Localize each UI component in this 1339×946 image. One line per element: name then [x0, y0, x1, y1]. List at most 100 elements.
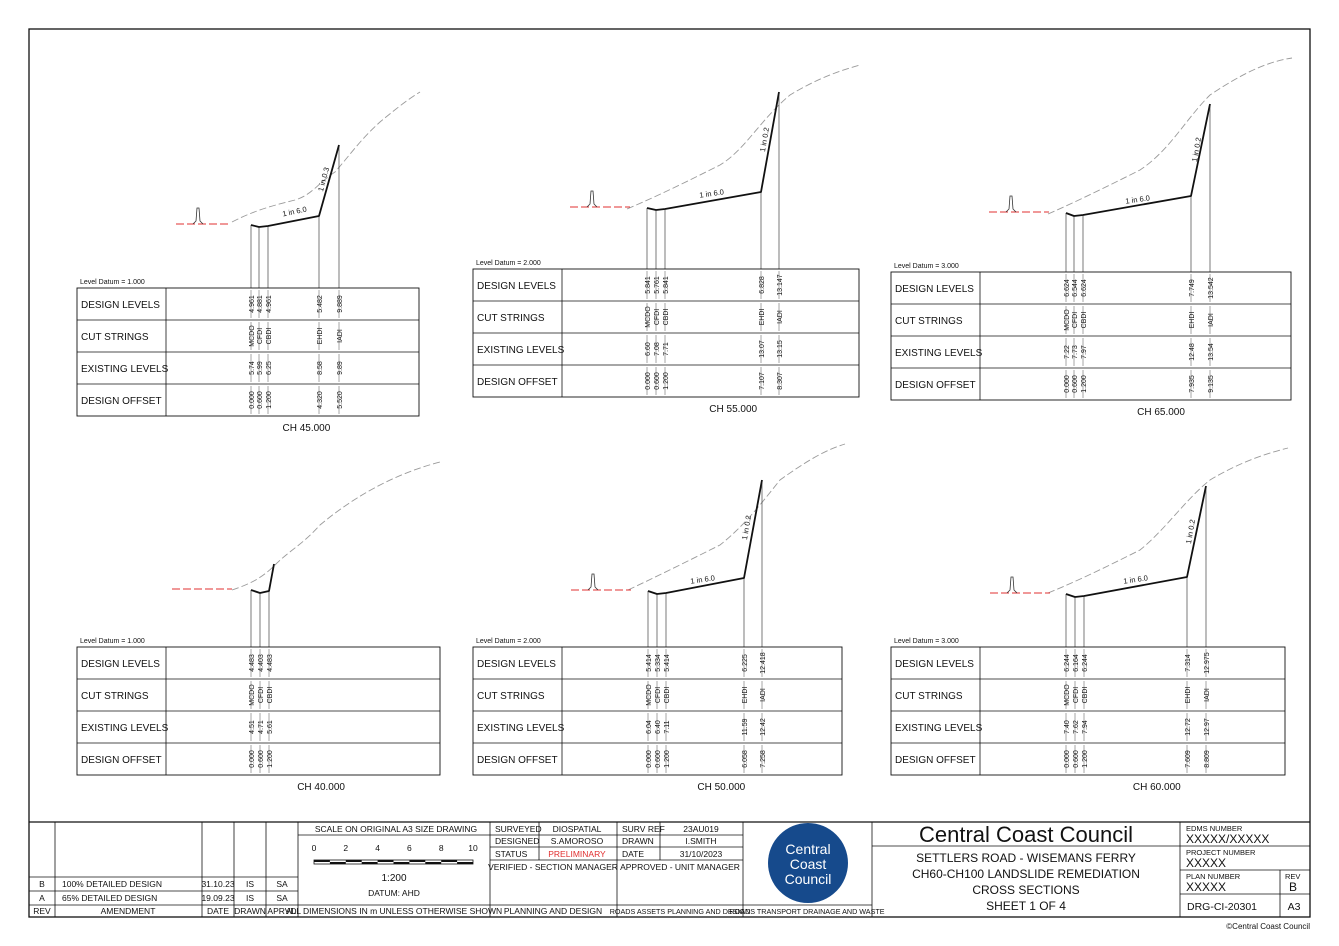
sheet-border [28, 28, 1311, 918]
logo-line-2: Coast [790, 856, 827, 872]
table-cell-value: 4.320 [317, 391, 324, 409]
table-cell-value: 7.94 [1082, 720, 1089, 734]
level-datum-label: Level Datum = 2.000 [476, 638, 541, 645]
rev-a-date: 19.09.23 [201, 893, 234, 903]
table-cell-value: 6.40 [655, 720, 662, 734]
roads-assets-label: ROADS ASSETS PLANNING AND DESIGN [610, 907, 751, 916]
table-cell-value: 7.97 [1081, 345, 1088, 359]
table-cell-value: 9.89 [337, 361, 344, 375]
grade-label: 1 in 6.0 [1123, 573, 1149, 585]
table-cell-value: CFDI [1073, 687, 1080, 703]
table-cell-value: 13.542 [1208, 277, 1215, 299]
table-cell-value: 6.244 [1064, 654, 1071, 672]
table-cell-value: 6.624 [1081, 279, 1088, 297]
rev-value: B [1289, 880, 1297, 894]
table-cell-value: 0.600 [655, 750, 662, 768]
project-line-3: CROSS SECTIONS [972, 883, 1079, 897]
row-label: DESIGN LEVELS [477, 659, 556, 670]
scale-bar-segment [409, 860, 426, 862]
table-cell-value: 5.414 [664, 654, 671, 672]
table-cell-value: 1.200 [267, 750, 274, 768]
existing-surface-line [1047, 57, 1293, 215]
table-cell-value: 5.334 [655, 654, 662, 672]
row-label: DESIGN LEVELS [895, 284, 974, 295]
table-cell-value: CBDI [663, 309, 670, 326]
table-cell-value: IADI [1204, 688, 1211, 702]
table-cell-value: EHDI [317, 328, 324, 345]
table-cell-value: CBDI [266, 328, 273, 345]
table-cell-value: 7.08 [654, 342, 661, 356]
rev-a-amendment: 65% DETAILED DESIGN [62, 893, 157, 903]
table-cell-value: 5.841 [663, 276, 670, 294]
table-cell-value: 13.15 [777, 340, 784, 358]
table-cell-value: 9.135 [1208, 375, 1215, 393]
rev-b-amendment: 100% DETAILED DESIGN [62, 879, 162, 889]
drawn-value: I.SMITH [685, 836, 716, 846]
table-cell-value: 0.600 [258, 750, 265, 768]
chainage-label: CH 50.000 [697, 782, 745, 793]
table-cell-value: 0.000 [249, 391, 256, 409]
table-cell-value: 0.600 [1073, 750, 1080, 768]
table-cell-value: EHDI [742, 687, 749, 704]
table-cell-value: IADI [777, 310, 784, 324]
scale-bar-segment [457, 862, 473, 864]
table-cell-value: IADI [337, 329, 344, 343]
table-cell-value: CFDI [257, 328, 264, 344]
table-cell-value: 13.147 [777, 274, 784, 296]
table-cell-value: CBDI [1081, 312, 1088, 329]
scale-bar [313, 859, 474, 865]
designed-label: DESIGNED [495, 836, 539, 846]
table-cell-value: 8.809 [1204, 750, 1211, 768]
existing-surface-line [231, 461, 441, 591]
table-cell-value: 4.51 [249, 720, 256, 734]
table-cell-value: 13.07 [759, 340, 766, 358]
table-cell-value: 12.975 [1204, 652, 1211, 674]
table-cell-value: 1.200 [1081, 375, 1088, 393]
table-cell-value: 0.000 [249, 750, 256, 768]
table-cell-value: 0.600 [257, 391, 264, 409]
table-cell-value: 7.73 [1072, 345, 1079, 359]
table-cell-value: 4.403 [258, 654, 265, 672]
row-label: CUT STRINGS [895, 316, 963, 327]
logo-line-1: Central [785, 841, 830, 857]
scale-bar-segment [441, 860, 458, 862]
scale-tick-label: 6 [407, 843, 412, 853]
table-cell-value: 6.544 [1072, 279, 1079, 297]
table-cell-value: 13.54 [1208, 343, 1215, 361]
table-cell-value: 1.200 [1082, 750, 1089, 768]
table-cell-value: MCDO [645, 306, 652, 328]
status-label: STATUS [495, 849, 528, 859]
rev-header: REV [33, 906, 51, 916]
surveyed-label: SURVEYED [495, 824, 542, 834]
table-cell-value: 12.418 [760, 652, 767, 674]
rev-b-aprvd: SA [276, 879, 288, 889]
table-cell-value: 5.99 [257, 361, 264, 375]
table-cell-value: 5.841 [645, 276, 652, 294]
scale-tick-label: 0 [312, 843, 317, 853]
rev-label: REV [1285, 872, 1300, 881]
chainage-label: CH 60.000 [1133, 782, 1181, 793]
rev-a-code: A [39, 893, 45, 903]
table-cell-value: 1.200 [266, 391, 273, 409]
table-cell-value: 6.624 [1064, 279, 1071, 297]
logo-line-3: Council [785, 871, 832, 887]
existing-surface-line [627, 443, 846, 591]
level-datum-label: Level Datum = 1.000 [80, 638, 145, 645]
scale-bar-segment [345, 860, 362, 862]
table-cell-value: 4.483 [267, 654, 274, 672]
table-cell-value: MCDO [1064, 309, 1071, 331]
plan-number-value: XXXXX [1186, 880, 1226, 894]
table-cell-value: 6.164 [1073, 654, 1080, 672]
scale-tick-label: 4 [375, 843, 380, 853]
rev-b-date: 31.10.23 [201, 879, 234, 889]
level-datum-label: Level Datum = 2.000 [476, 260, 541, 267]
table-cell-value: CFDI [258, 687, 265, 703]
project-number-value: XXXXX [1186, 856, 1226, 870]
table-cell-value: 7.314 [1185, 654, 1192, 672]
grade-label: 1 in 6.0 [1125, 193, 1151, 205]
table-cell-value: MCDO [249, 684, 256, 706]
table-cell-value: 7.107 [759, 372, 766, 390]
